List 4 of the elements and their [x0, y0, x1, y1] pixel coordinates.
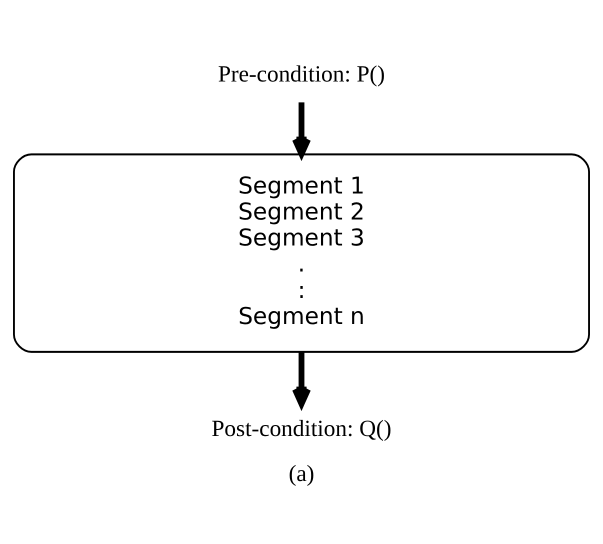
- node-box: Segment 1 Segment 2 Segment 3 . : Segment n: [13, 153, 590, 353]
- caption: (a): [288, 460, 314, 487]
- node-text: Pre-condition: P(): [218, 61, 386, 88]
- node-text: Post-condition: Q(): [212, 416, 392, 442]
